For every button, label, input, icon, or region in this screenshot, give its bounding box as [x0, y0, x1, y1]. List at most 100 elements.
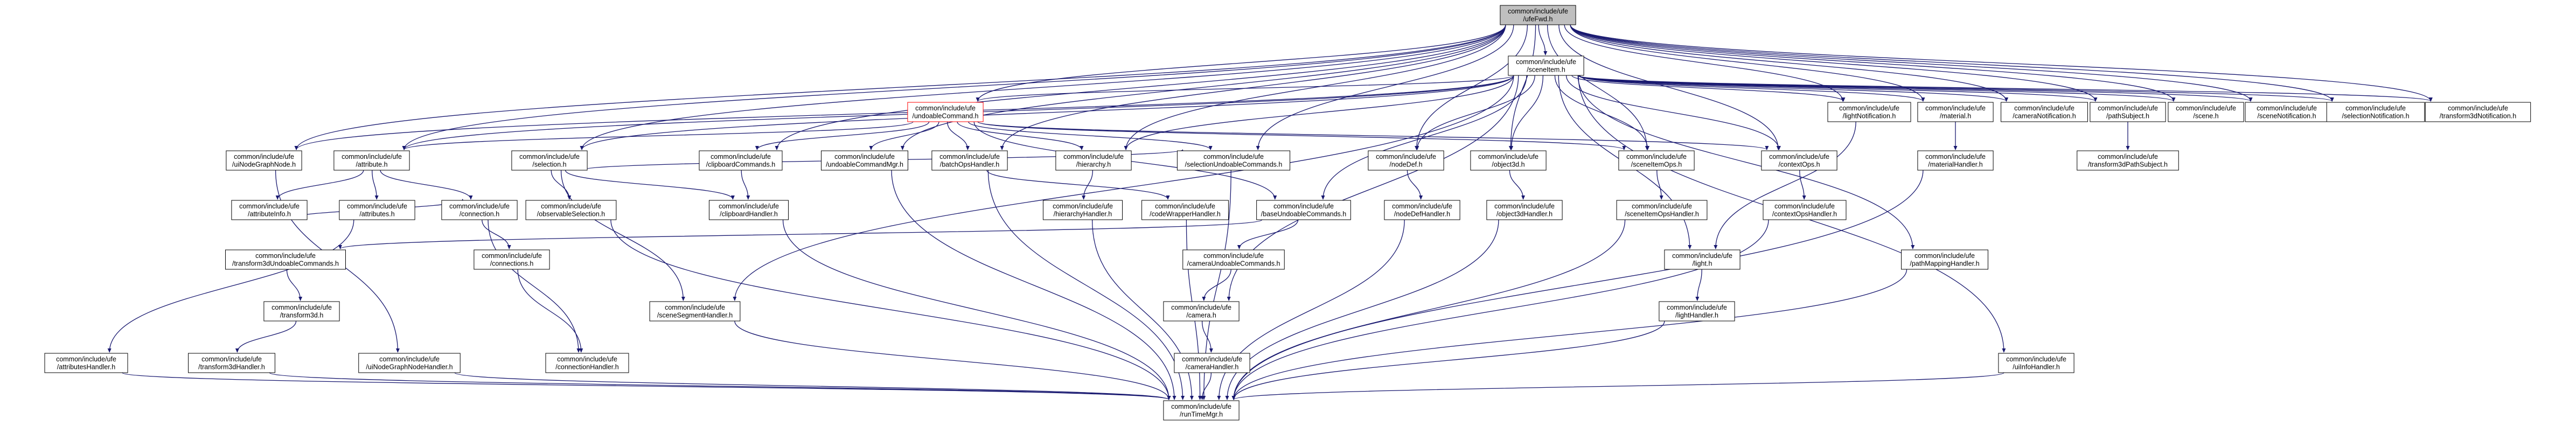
graph-node-contextOpsHandler[interactable]: common/include/ufe/contextOpsHandler.h [1763, 200, 1847, 220]
graph-node-scene[interactable]: common/include/ufe/scene.h [2168, 102, 2244, 122]
graph-node-path-label: common/include/ufe [2006, 355, 2066, 363]
graph-node-sceneItem[interactable]: common/include/ufe/sceneItem.h [1508, 55, 1584, 76]
graph-node-hierarchyHandler[interactable]: common/include/ufe/hierarchyHandler.h [1042, 200, 1123, 220]
graph-node-path-label: common/include/ufe [1392, 202, 1452, 210]
include-edge-lightHandler-to-runTimeMgr [1231, 320, 1665, 400]
graph-node-ufeFwd[interactable]: common/include/ufe/ufeFwd.h [1500, 5, 1576, 25]
include-edge-contextOps-to-contextOpsHandler [1799, 170, 1806, 200]
include-edge-ufeFwd-to-selectionNotification [1570, 24, 2334, 102]
graph-node-cameraHandler[interactable]: common/include/ufe/cameraHandler.h [1174, 353, 1250, 373]
graph-node-attributesHandler[interactable]: common/include/ufe/attributesHandler.h [44, 353, 128, 373]
graph-node-codeWrapperHandler[interactable]: common/include/ufe/codeWrapperHandler.h [1141, 200, 1229, 220]
graph-node-baseUndoableCommands[interactable]: common/include/ufe/baseUndoableCommands.… [1256, 200, 1351, 220]
include-edge-ufeFwd-to-selection [580, 24, 1506, 150]
include-edge-ufeFwd-to-transform3dNotification [1570, 24, 2433, 102]
graph-node-selectionUndoableCommands[interactable]: common/include/ufe/selectionUndoableComm… [1176, 150, 1291, 171]
include-edge-sceneItem-to-transform3dNotification [1578, 75, 2433, 102]
include-edge-sceneItem-to-lightNotification [1571, 75, 1846, 102]
nodes-layer: common/include/ufe/ufeFwd.h common/includ… [44, 5, 2531, 421]
graph-node-pathMappingHandler[interactable]: common/include/ufe/pathMappingHandler.h [1901, 249, 1988, 270]
include-edge-undoableCommand-to-sceneItemOps [977, 121, 1626, 150]
graph-node-observableSelection[interactable]: common/include/ufe/observableSelection.h [525, 200, 617, 220]
include-edge-transform3dUndoableCommands-to-transform3d [286, 269, 303, 301]
graph-node-lightNotification[interactable]: common/include/ufe/lightNotification.h [1827, 102, 1911, 122]
graph-node-box [1470, 150, 1547, 171]
graph-node-connection[interactable]: common/include/ufe/connection.h [441, 200, 518, 220]
graph-node-connections[interactable]: common/include/ufe/connections.h [474, 249, 550, 270]
graph-node-attributes[interactable]: common/include/ufe/attributes.h [339, 200, 415, 220]
graph-node-cameraNotification[interactable]: common/include/ufe/cameraNotification.h [2001, 102, 2088, 122]
graph-node-nodeDefHandler[interactable]: common/include/ufe/nodeDefHandler.h [1384, 200, 1460, 220]
graph-node-sceneItemOpsHandler[interactable]: common/include/ufe/sceneItemOpsHandler.h [1616, 200, 1708, 220]
graph-node-path-label: common/include/ufe [2345, 104, 2406, 112]
include-edge-undoableCommand-to-undoableCommandMgr [869, 121, 939, 150]
graph-node-cameraUndoableCommands[interactable]: common/include/ufe/cameraUndoableCommand… [1182, 249, 1285, 270]
graph-node-selection[interactable]: common/include/ufe/selection.h [511, 150, 588, 171]
graph-node-undoableCommandMgr[interactable]: common/include/ufe/undoableCommandMgr.h [821, 150, 908, 171]
include-edge-connection-to-connectionHandler [488, 219, 581, 353]
include-edge-hierarchy-to-hierarchyHandler [1082, 170, 1094, 200]
include-edge-sceneItem-to-selection [580, 75, 1514, 150]
graph-node-selectionNotification[interactable]: common/include/ufe/selectionNotification… [2326, 102, 2425, 122]
include-edge-baseUndoableCommands-to-cameraUndoableCommands [1237, 219, 1299, 249]
graph-node-material[interactable]: common/include/ufe/material.h [1917, 102, 1994, 122]
graph-node-connectionHandler[interactable]: common/include/ufe/connectionHandler.h [545, 353, 629, 373]
graph-node-box [931, 150, 1008, 171]
graph-node-materialHandler[interactable]: common/include/ufe/materialHandler.h [1917, 150, 1994, 171]
graph-node-nodeDef[interactable]: common/include/ufe/nodeDef.h [1368, 150, 1444, 171]
graph-node-object3d[interactable]: common/include/ufe/object3d.h [1470, 150, 1547, 171]
graph-node-sceneNotification[interactable]: common/include/ufe/sceneNotification.h [2245, 102, 2329, 122]
graph-node-box [1163, 301, 1240, 322]
graph-node-uiNodeGraphNodeHandler[interactable]: common/include/ufe/uiNodeGraphNodeHandle… [358, 353, 461, 373]
graph-node-path-label: common/include/ufe [255, 252, 316, 260]
graph-node-box [907, 102, 984, 122]
graph-node-path-label: common/include/ufe [1376, 153, 1436, 160]
graph-node-sceneSegmentHandler[interactable]: common/include/ufe/sceneSegmentHandler.h [649, 301, 741, 322]
graph-node-pathSubject[interactable]: common/include/ufe/pathSubject.h [2090, 102, 2166, 122]
graph-node-attribute[interactable]: common/include/ufe/attribute.h [333, 150, 410, 171]
include-edge-baseUndoableCommands-to-transform3dUndoableCommands [338, 219, 1263, 249]
graph-node-clipboardCommands[interactable]: common/include/ufe/clipboardCommands.h [699, 150, 783, 171]
graph-node-transform3dUndoableCommands[interactable]: common/include/ufe/transform3dUndoableCo… [225, 249, 346, 270]
graph-node-transform3dHandler[interactable]: common/include/ufe/transform3dHandler.h [188, 353, 275, 373]
include-edge-sceneItemOps-to-sceneItemOpsHandler [1656, 170, 1663, 200]
graph-node-box [1998, 353, 2074, 373]
graph-node-transform3d[interactable]: common/include/ufe/transform3d.h [263, 301, 340, 322]
graph-node-uiNodeGraphNode[interactable]: common/include/ufe/uiNodeGraphNode.h [226, 150, 302, 171]
graph-node-path-label: common/include/ufe [711, 153, 771, 160]
graph-node-batchOpsHandler[interactable]: common/include/ufe/batchOpsHandler.h [931, 150, 1008, 171]
graph-node-file-label: /runTimeMgr.h [1180, 411, 1223, 418]
graph-node-attributeInfo[interactable]: common/include/ufe/attributeInfo.h [231, 200, 308, 220]
include-edge-selection-to-clipboardHandler [565, 170, 735, 200]
graph-node-sceneItemOps[interactable]: common/include/ufe/sceneItemOps.h [1618, 150, 1695, 171]
graph-node-path-label: common/include/ufe [557, 355, 617, 363]
graph-node-path-label: common/include/ufe [239, 202, 300, 210]
graph-node-box [1917, 102, 1994, 122]
graph-node-file-label: /cameraUndoableCommands.h [1187, 260, 1280, 268]
graph-node-box [545, 353, 629, 373]
graph-node-undoableCommand[interactable]: common/include/ufe/undoableCommand.h [907, 102, 984, 122]
graph-node-path-label: common/include/ufe [665, 304, 725, 311]
graph-node-file-label: /observableSelection.h [537, 211, 605, 218]
graph-node-file-label: /selectionNotification.h [2342, 113, 2409, 120]
graph-node-box [1176, 150, 1291, 171]
graph-node-box [699, 150, 783, 171]
graph-node-camera[interactable]: common/include/ufe/camera.h [1163, 301, 1240, 322]
graph-node-runTimeMgr[interactable]: common/include/ufe/runTimeMgr.h [1163, 400, 1240, 421]
graph-node-file-label: /object3dHandler.h [1496, 211, 1552, 218]
include-edge-transform3dHandler-to-runTimeMgr [269, 372, 1171, 400]
graph-node-uiInfoHandler[interactable]: common/include/ufe/uiInfoHandler.h [1998, 353, 2074, 373]
graph-node-light[interactable]: common/include/ufe/light.h [1664, 249, 1740, 270]
graph-node-contextOps[interactable]: common/include/ufe/contextOps.h [1761, 150, 1837, 171]
graph-node-transform3dPathSubject[interactable]: common/include/ufe/transform3dPathSubjec… [2077, 150, 2179, 171]
graph-node-object3dHandler[interactable]: common/include/ufe/object3dHandler.h [1486, 200, 1563, 220]
graph-node-path-label: common/include/ufe [2014, 104, 2074, 112]
graph-node-lightHandler[interactable]: common/include/ufe/lightHandler.h [1659, 301, 1735, 322]
include-edge-ufeFwd-to-sceneItemOps [1547, 24, 1649, 150]
graph-node-path-label: common/include/ufe [1925, 104, 1986, 112]
include-edge-materialHandler-to-runTimeMgr [1231, 170, 1924, 400]
graph-node-clipboardHandler[interactable]: common/include/ufe/clipboardHandler.h [708, 200, 789, 220]
graph-node-hierarchy[interactable]: common/include/ufe/hierarchy.h [1055, 150, 1132, 171]
graph-node-path-label: common/include/ufe [2448, 104, 2508, 112]
graph-node-transform3dNotification[interactable]: common/include/ufe/transform3dNotificati… [2425, 102, 2531, 122]
